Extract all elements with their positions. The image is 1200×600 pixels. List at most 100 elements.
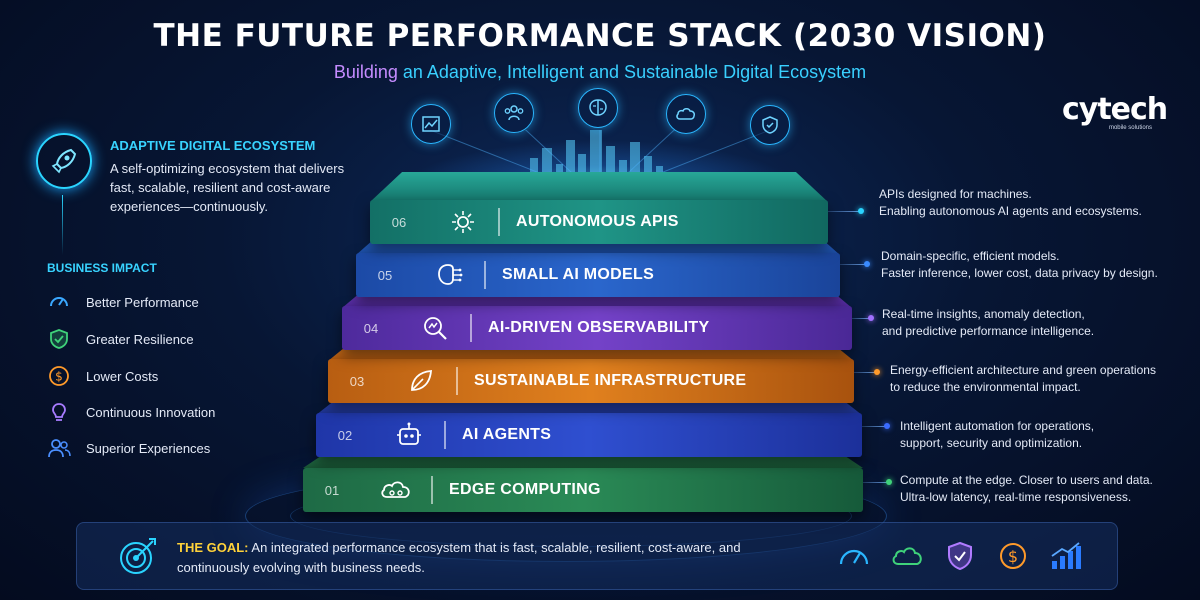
connector-dot <box>868 315 874 321</box>
chart-icon <box>411 104 451 144</box>
subtitle-rest: an Adaptive, Intelligent and Sustainable… <box>402 62 867 82</box>
impact-item-resilience: Greater Resilience <box>47 327 194 351</box>
page-subtitle: Building an Adaptive, Intelligent and Su… <box>0 62 1200 83</box>
layer-number: 01 <box>324 482 340 498</box>
ecosystem-description: A self-optimizing ecosystem that deliver… <box>110 161 345 214</box>
layer-name: AI AGENTS <box>462 426 552 443</box>
goal-icon-row: $ <box>837 540 1083 572</box>
svg-text:$: $ <box>55 370 63 384</box>
layer-separator <box>444 421 446 449</box>
description-line: Compute at the edge. Closer to users and… <box>900 473 1153 487</box>
description-line: support, security and optimization. <box>900 436 1083 450</box>
layer-separator <box>484 261 486 289</box>
description-line: Faster inference, lower cost, data priva… <box>881 266 1158 280</box>
logo-tagline: mobile solutions <box>1108 125 1152 131</box>
brand-logo: cytech mobile solutions <box>1062 92 1168 135</box>
leaf-icon <box>386 367 456 395</box>
target-icon <box>117 535 159 577</box>
shield-icon <box>750 105 790 145</box>
layer-autonomous-apis: 06 AUTONOMOUS APIS <box>370 172 828 244</box>
layer-separator <box>470 314 472 342</box>
speedometer-icon <box>837 540 871 572</box>
users-icon <box>47 436 71 460</box>
layer-separator <box>498 208 500 236</box>
layer-description: Real-time insights, anomaly detection, an… <box>882 306 1094 340</box>
description-line: Domain-specific, efficient models. <box>881 249 1060 263</box>
layer-front: 02 AI AGENTS <box>316 413 862 457</box>
description-line: Energy-efficient architecture and green … <box>890 363 1156 377</box>
layer-description: Compute at the edge. Closer to users and… <box>900 472 1153 506</box>
impact-label: Lower Costs <box>86 368 159 384</box>
layer-front: 06 AUTONOMOUS APIS <box>370 200 828 244</box>
description-line: Real-time insights, anomaly detection, <box>882 307 1085 321</box>
layer-description: Energy-efficient architecture and green … <box>890 362 1156 396</box>
divider-line <box>62 195 63 255</box>
impact-label: Superior Experiences <box>86 440 211 456</box>
layer-number: 02 <box>337 427 353 443</box>
layer-front: 04 AI-DRIVEN OBSERVABILITY <box>342 306 852 350</box>
shield-icon <box>943 540 977 572</box>
logo-name: cytech <box>1062 92 1168 127</box>
layer-description: APIs designed for machines. Enabling auto… <box>879 186 1142 220</box>
cloud-icon <box>890 540 924 572</box>
description-line: APIs designed for machines. <box>879 187 1032 201</box>
layer-name: SUSTAINABLE INFRASTRUCTURE <box>474 372 747 389</box>
layer-front: 01 EDGE COMPUTING <box>303 468 863 512</box>
layer-description: Domain-specific, efficient models. Faster… <box>881 248 1158 282</box>
connector-dot <box>884 423 890 429</box>
layer-front: 03 SUSTAINABLE INFRASTRUCTURE <box>328 359 854 403</box>
business-impact-title: BUSINESS IMPACT <box>47 261 157 275</box>
dollar-icon: $ <box>47 364 71 388</box>
layer-description: Intelligent automation for operations, su… <box>900 418 1094 452</box>
connector-line <box>863 482 888 483</box>
impact-item-performance: Better Performance <box>47 290 199 314</box>
layer-name: SMALL AI MODELS <box>502 266 655 283</box>
goal-panel: THE GOAL: An integrated performance ecos… <box>76 522 1118 590</box>
page-title: THE FUTURE PERFORMANCE STACK (2030 VISIO… <box>153 18 1047 54</box>
dollar-icon: $ <box>996 540 1030 572</box>
layer-name: EDGE COMPUTING <box>449 481 601 498</box>
layer-number: 05 <box>377 267 393 283</box>
brain-circuit-icon <box>414 261 484 289</box>
connector-line <box>854 372 876 373</box>
connector-line <box>840 264 866 265</box>
team-icon <box>494 93 534 133</box>
cloud-icon <box>666 94 706 134</box>
layer-front: 05 SMALL AI MODELS <box>356 253 840 297</box>
layer-number: 06 <box>391 214 407 230</box>
impact-label: Continuous Innovation <box>86 404 216 420</box>
description-line: and predictive performance intelligence. <box>882 324 1095 338</box>
layer-separator <box>431 476 433 504</box>
connector-dot <box>874 369 880 375</box>
layer-separator <box>456 367 458 395</box>
connector-line <box>862 426 886 427</box>
lightbulb-icon <box>47 400 71 424</box>
subtitle-lead: Building <box>333 62 398 82</box>
impact-item-experiences: Superior Experiences <box>47 436 210 460</box>
goal-label: THE GOAL: <box>177 540 249 555</box>
cloud-node-icon <box>361 477 431 503</box>
description-line: Intelligent automation for operations, <box>900 419 1095 433</box>
impact-label: Greater Resilience <box>86 331 194 347</box>
goal-description: An integrated performance ecosystem that… <box>177 540 741 575</box>
layer-number: 04 <box>363 320 379 336</box>
layer-name: AI-DRIVEN OBSERVABILITY <box>488 319 710 336</box>
rocket-icon <box>36 133 92 189</box>
shield-icon <box>47 327 71 351</box>
brain-icon <box>578 88 618 128</box>
description-line: to reduce the environmental impact. <box>890 380 1081 394</box>
goal-text: THE GOAL: An integrated performance ecos… <box>177 538 777 578</box>
speedometer-icon <box>47 290 71 314</box>
robot-icon <box>374 421 444 449</box>
connector-line <box>852 318 870 319</box>
layer-number: 03 <box>349 373 365 389</box>
layer-top <box>370 172 828 202</box>
ecosystem-title: ADAPTIVE DIGITAL ECOSYSTEM <box>110 138 316 153</box>
gear-network-icon <box>428 208 498 236</box>
impact-label: Better Performance <box>86 294 199 310</box>
description-line: Enabling autonomous AI agents and ecosys… <box>879 204 1142 218</box>
svg-text:$: $ <box>1008 547 1018 566</box>
description-line: Ultra-low latency, real-time responsiven… <box>900 490 1132 504</box>
impact-item-costs: $ Lower Costs <box>47 364 158 388</box>
connector-dot <box>864 261 870 267</box>
